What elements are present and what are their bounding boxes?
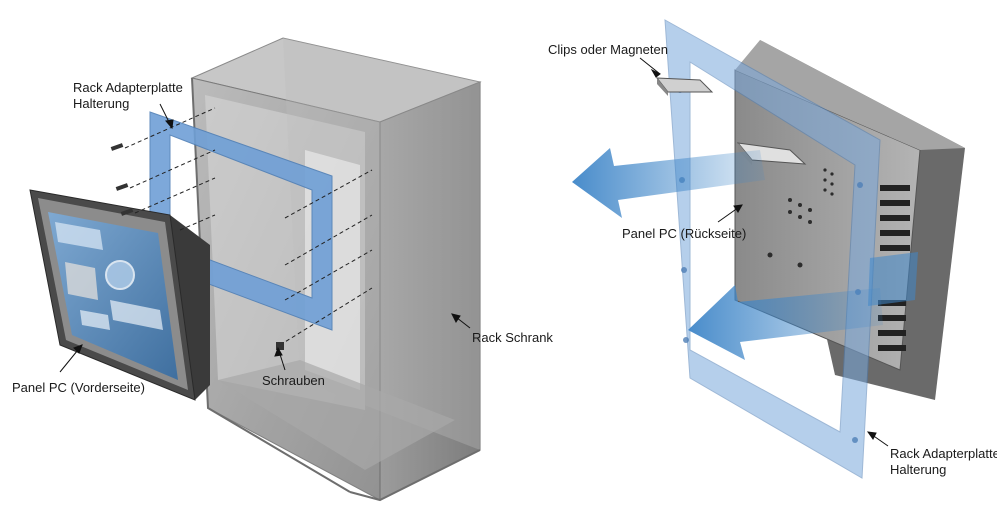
label-adapter-right: Rack Adapterplatte Halterung bbox=[890, 446, 997, 478]
leader-lines-right bbox=[639, 57, 889, 447]
label-panel-back: Panel PC (Rückseite) bbox=[622, 226, 747, 241]
screws-left-group bbox=[110, 107, 373, 350]
screw-icon bbox=[115, 183, 129, 191]
screw-icon bbox=[276, 342, 284, 350]
label-rack-cabinet: Rack Schrank bbox=[472, 330, 553, 345]
label-adapter-right-line2: Halterung bbox=[890, 462, 947, 477]
label-adapter-right-line1: Rack Adapterplatte bbox=[890, 446, 997, 461]
label-adapter-left: Rack Adapterplatte Halterung bbox=[73, 80, 183, 112]
screw-icon bbox=[110, 143, 124, 151]
arrow-left-icon bbox=[688, 285, 883, 360]
label-screws: Schrauben bbox=[262, 373, 325, 388]
arrow-left-icon bbox=[572, 148, 765, 218]
panel-pc-front bbox=[29, 189, 210, 401]
label-adapter-left-line1: Rack Adapterplatte bbox=[73, 80, 183, 95]
label-panel-front: Panel PC (Vorderseite) bbox=[12, 380, 145, 395]
label-adapter-left-line2: Halterung bbox=[73, 96, 130, 111]
screw-icon bbox=[120, 208, 134, 216]
label-clips: Clips oder Magneten bbox=[548, 42, 668, 57]
clip-icon bbox=[655, 77, 714, 96]
leader-lines-left bbox=[59, 103, 471, 373]
